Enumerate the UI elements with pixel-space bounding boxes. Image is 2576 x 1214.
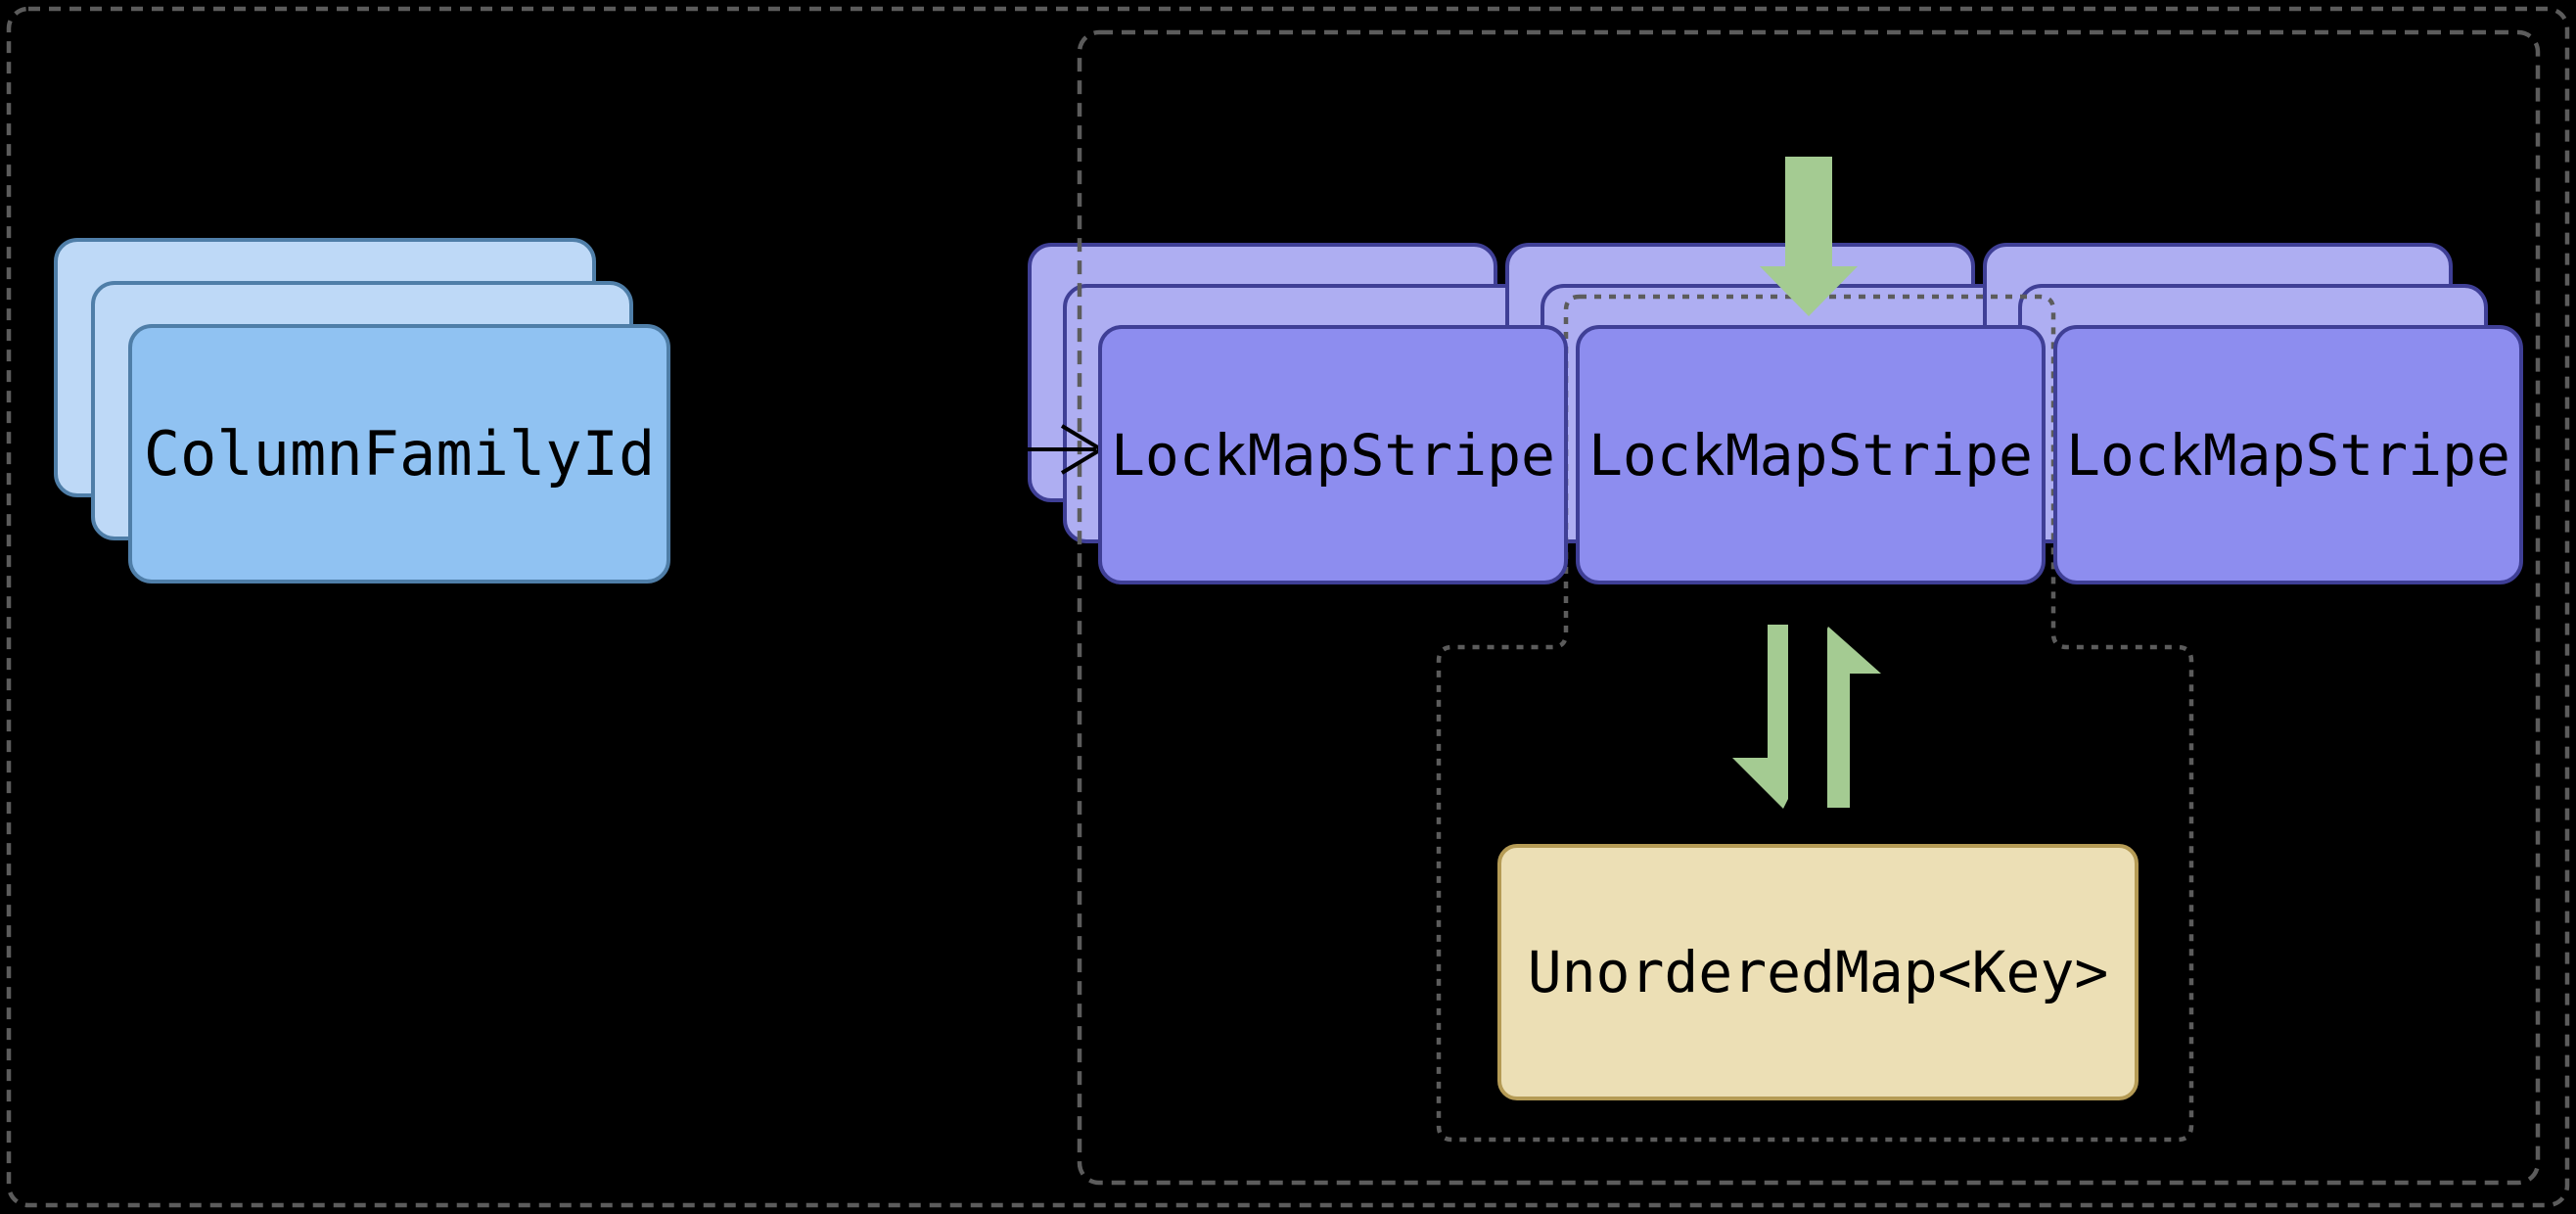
columnfamily-label: ColumnFamilyId [143,418,656,490]
lockmapstripe-2-label: LockMapStripe [1588,421,2033,489]
unorderedmap-label: UnorderedMap<Key> [1527,939,2109,1005]
unorderedmap-card: UnorderedMap<Key> [1497,844,2139,1100]
diagram-outer-border [6,6,2570,1208]
down-arrow-to-map-icon [1732,625,1788,809]
lockmapstripe-1-card: LockMapStripe [1098,325,1568,584]
lockmapstripe-1-label: LockMapStripe [1111,421,1555,489]
up-arrow-from-map-icon [1827,627,1881,808]
lockmapstripe-3-label: LockMapStripe [2066,421,2510,489]
columnfamily-card: ColumnFamilyId [128,324,670,584]
lockmapstripe-2-card: LockMapStripe [1576,325,2046,584]
lockmapstripe-3-card: LockMapStripe [2053,325,2523,584]
